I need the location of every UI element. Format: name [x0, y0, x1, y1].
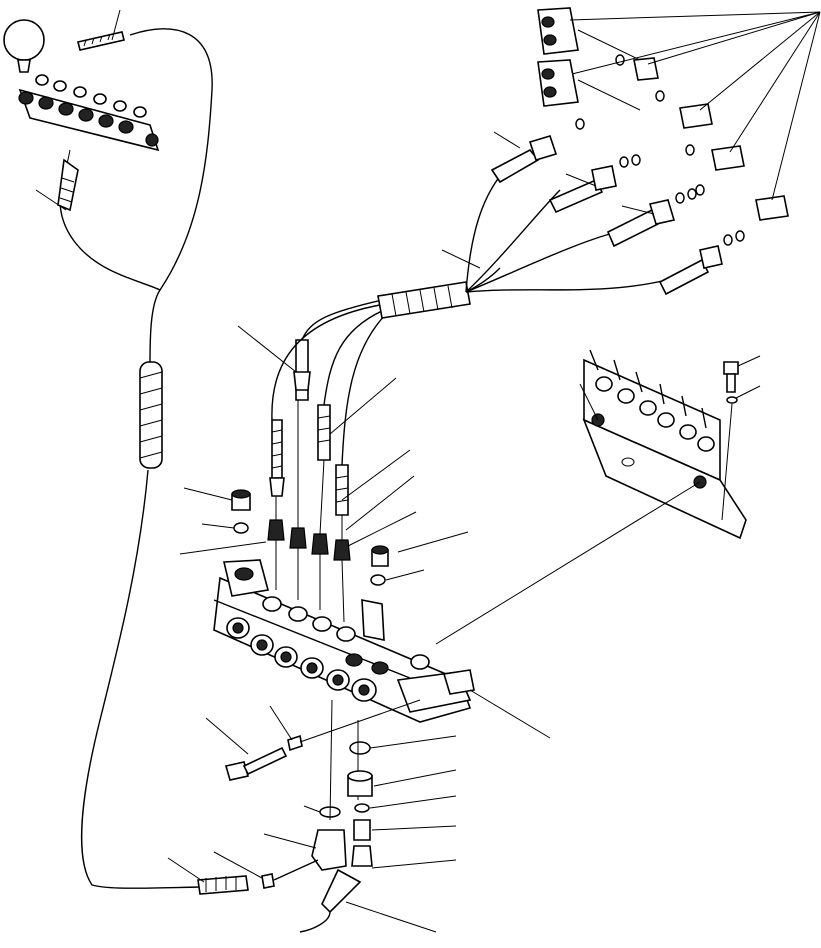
valve-stack-topleft [18, 74, 160, 152]
left-hose-sleeve [139, 361, 163, 469]
leader-lines [35, 9, 821, 933]
mounting-bracket [582, 349, 747, 540]
pilot-valve-assembly-topleft [3, 19, 160, 212]
valve-fittings-column [231, 339, 389, 623]
spool-ports [226, 617, 377, 702]
main-control-valve [213, 559, 475, 723]
hose-end-fittings [490, 135, 723, 296]
hose-line-left [59, 28, 213, 889]
top-right-connector-blocks [537, 7, 789, 246]
top-port-bosses [262, 596, 389, 675]
